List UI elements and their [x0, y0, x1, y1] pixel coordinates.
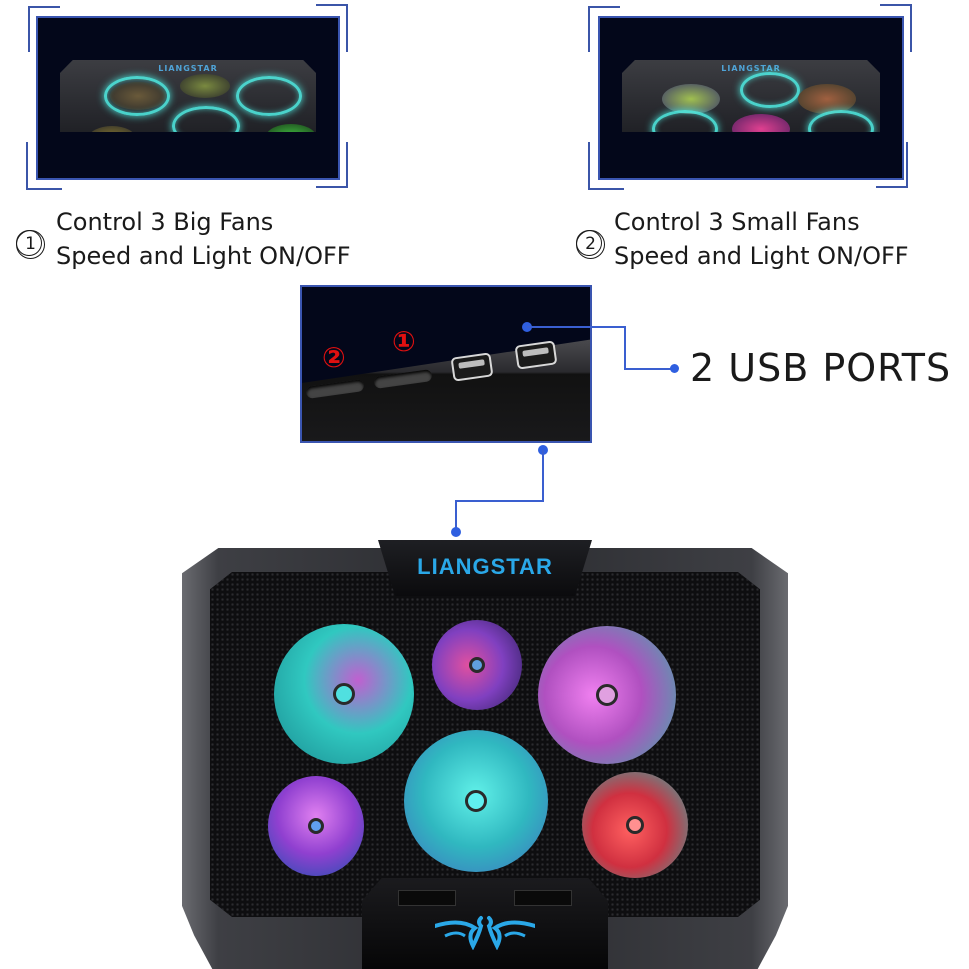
- brand-logo: LIANGSTAR: [417, 554, 553, 579]
- corner-bracket-bl: [588, 142, 624, 190]
- caption-line-2: Speed and Light ON/OFF: [56, 242, 351, 270]
- corner-bracket-br: [316, 142, 348, 188]
- fan-top-center: [432, 620, 522, 710]
- stand-tab-left[interactable]: [398, 890, 456, 906]
- fan-glow-ring: [236, 76, 302, 116]
- fan: [798, 84, 856, 114]
- laptop-cooler-image: LIANGSTAR: [182, 540, 788, 969]
- fan-hub: [333, 683, 355, 705]
- preview-image-big-fans: LIANGSTAR: [36, 16, 340, 180]
- stand-tab-right[interactable]: [514, 890, 572, 906]
- fan: [662, 84, 720, 114]
- corner-bracket-tl: [28, 6, 60, 52]
- fan-glow-ring: [104, 76, 170, 116]
- usb-ports-label: 2 USB PORTS: [690, 346, 952, 390]
- caption-small-fans: Control 3 Small Fans Speed and Light ON/…: [614, 205, 909, 273]
- callout-line-product-v1: [542, 450, 544, 502]
- fan-bottom-right: [582, 772, 688, 878]
- panel-small-fans: LIANGSTAR: [584, 2, 914, 192]
- fan-glow-ring: [172, 106, 240, 132]
- callout-dot-product: [451, 527, 461, 537]
- callout-number-2: ②: [322, 341, 346, 374]
- callout-line-usb-h2: [624, 368, 674, 370]
- caption-line-1: Control 3 Big Fans: [56, 208, 274, 236]
- closeup-image: ② ①: [300, 285, 592, 443]
- fan: [732, 114, 790, 132]
- fan-hub: [465, 790, 487, 812]
- fan-glow-ring: [740, 72, 800, 108]
- corner-bracket-tl: [588, 6, 620, 52]
- fan-bottom-left: [268, 776, 364, 876]
- preview-image-small-fans: LIANGSTAR: [598, 16, 904, 180]
- callout-dot-usb-label: [670, 364, 679, 373]
- fan-hub: [626, 816, 644, 834]
- fan-glow-ring: [808, 110, 874, 132]
- corner-bracket-tr: [880, 4, 912, 52]
- callout-line-usb-v: [624, 326, 626, 370]
- bottom-emblem-plate: [362, 878, 608, 969]
- fan: [88, 126, 136, 132]
- fan-glow-ring: [652, 110, 718, 132]
- callout-line-usb-h1: [527, 326, 625, 328]
- corner-bracket-br: [876, 142, 908, 188]
- fan-hub: [308, 818, 324, 834]
- fan: [180, 74, 230, 98]
- tribal-emblem-icon: [435, 916, 535, 950]
- mini-logo: LIANGSTAR: [721, 64, 781, 73]
- fan-top-left: [274, 624, 414, 764]
- fan-hub: [596, 684, 618, 706]
- fan-hub: [469, 657, 485, 673]
- callout-line-product-v2: [455, 500, 457, 532]
- corner-bracket-tr: [316, 4, 348, 52]
- fan-top-right: [538, 626, 676, 764]
- caption-line-1: Control 3 Small Fans: [614, 208, 860, 236]
- corner-bracket-bl: [26, 142, 62, 190]
- mini-logo: LIANGSTAR: [158, 64, 218, 73]
- fan: [266, 124, 316, 132]
- panel-big-fans: LIANGSTAR: [24, 2, 352, 192]
- number-badge-1-label: 1: [16, 230, 45, 259]
- mini-cooler-body: LIANGSTAR: [622, 60, 880, 132]
- logo-plate: LIANGSTAR: [378, 540, 592, 596]
- caption-line-2: Speed and Light ON/OFF: [614, 242, 909, 270]
- callout-number-1: ①: [392, 325, 416, 358]
- mini-cooler: LIANGSTAR: [614, 48, 888, 150]
- fan-bottom-center: [404, 730, 548, 872]
- mini-cooler-body: LIANGSTAR: [60, 60, 316, 132]
- mini-cooler: LIANGSTAR: [52, 48, 324, 150]
- number-badge-2-label: 2: [576, 230, 605, 259]
- callout-line-product-h: [455, 500, 544, 502]
- caption-big-fans: Control 3 Big Fans Speed and Light ON/OF…: [56, 205, 351, 273]
